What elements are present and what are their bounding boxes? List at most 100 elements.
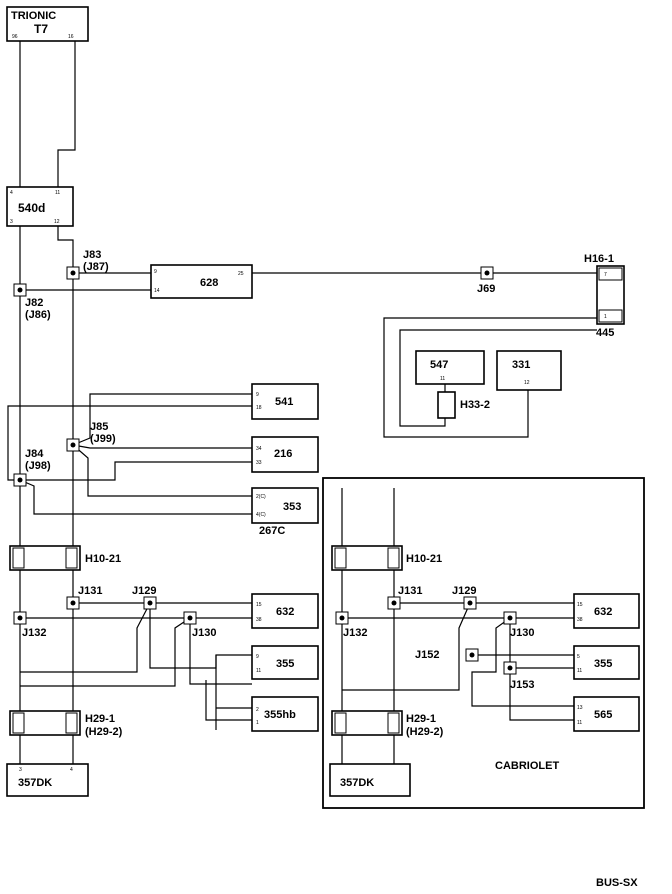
t7-label: T7 — [34, 22, 48, 36]
c331-label: 331 — [512, 359, 530, 371]
h16-1-connector: 7 1 H16-1 445 — [584, 253, 625, 339]
c353-label: 353 — [283, 501, 301, 513]
pin-15-632r: 15 — [577, 602, 583, 608]
j130-label-right: J130 — [510, 627, 534, 639]
j86-label: (J86) — [25, 309, 51, 321]
c541-box: 541 9 18 — [251, 383, 319, 420]
j82-label: J82 — [25, 297, 43, 309]
j130-label: J130 — [192, 627, 216, 639]
c632-box-right: 632 15 38 — [573, 593, 640, 629]
h16-1-label: H16-1 — [584, 253, 614, 265]
j99-label: (J99) — [90, 433, 116, 445]
pin-1-355hb: 1 — [256, 720, 259, 726]
j85-label: J85 — [90, 421, 108, 433]
pin-5-355r: 5 — [577, 654, 580, 660]
pin-4: 4 — [10, 190, 13, 196]
pin-15-632: 15 — [256, 602, 262, 608]
c355hb-label: 355hb — [264, 709, 296, 721]
c355-label-right: 355 — [594, 658, 612, 670]
pin-12-331: 12 — [524, 380, 530, 386]
pin-3-357: 3 — [19, 767, 22, 773]
pin-13-565: 13 — [577, 705, 583, 711]
pin-14-628: 14 — [154, 288, 160, 294]
h29-1-label-right: H29-1 — [406, 713, 436, 725]
j83-label: J83 — [83, 249, 101, 261]
trionic-label: TRIONIC — [11, 10, 56, 22]
c632-box-left: 632 15 38 — [251, 593, 319, 629]
c355-label-left: 355 — [276, 658, 294, 670]
wires-cabriolet — [341, 488, 574, 764]
pin-96: 96 — [12, 34, 18, 40]
c353-box: 353 2(C) 4(C) 267C — [251, 487, 319, 537]
c216-label: 216 — [274, 448, 292, 460]
c357dk-label-left: 357DK — [18, 777, 52, 789]
h10-21-label-left: H10-21 — [85, 553, 121, 565]
pin-25-628: 25 — [238, 271, 244, 277]
j129-label-right: J129 — [452, 585, 476, 597]
c355-box-left: 355 9 11 — [251, 645, 319, 680]
c355hb-box: 355hb 2 1 — [251, 696, 319, 732]
wires-left — [7, 41, 597, 764]
h10-21-connector-right: H10-21 — [331, 545, 442, 571]
h10-21-label-right: H10-21 — [406, 553, 442, 565]
pin-18-541: 18 — [256, 405, 262, 411]
h29-1-label-left: H29-1 — [85, 713, 115, 725]
pin-9-628: 9 — [154, 269, 157, 275]
j129-label: J129 — [132, 585, 156, 597]
h29-1-connector-right: H29-1 (H29-2) — [331, 710, 444, 738]
h10-21-connector-left: H10-21 — [9, 545, 121, 571]
h29-2-label-left: (H29-2) — [85, 726, 123, 738]
c565-label: 565 — [594, 709, 612, 721]
c632-label-left: 632 — [276, 606, 294, 618]
c628-label: 628 — [200, 277, 218, 289]
j152-label: J152 — [415, 649, 439, 661]
c216-box: 216 34 33 — [251, 436, 319, 473]
c267c-label: 267C — [259, 525, 285, 537]
pin-11-565: 11 — [577, 720, 582, 726]
c628-box: 628 9 14 25 — [150, 264, 253, 299]
junctions-right: J131 J129 J132 J130 J152 J153 — [335, 585, 534, 691]
c565-box: 565 13 11 — [573, 696, 640, 732]
pin-4c-353: 4(C) — [256, 512, 266, 518]
pin-38-632: 38 — [256, 617, 262, 623]
pin-38-632r: 38 — [577, 617, 583, 623]
pin-3: 3 — [10, 219, 13, 225]
j84-label: J84 — [25, 448, 44, 460]
pin-7-h16: 7 — [604, 272, 607, 278]
c547-label: 547 — [430, 359, 448, 371]
c331-box: 331 12 — [496, 350, 562, 391]
pin-11-355r: 11 — [577, 668, 582, 674]
c541-label: 541 — [275, 396, 293, 408]
j153-label: J153 — [510, 679, 534, 691]
c357dk-box-left: 357DK 3 4 — [6, 763, 89, 797]
h29-1-connector-left: H29-1 (H29-2) — [9, 710, 123, 738]
c357dk-label-right: 357DK — [340, 777, 374, 789]
j69-label: J69 — [477, 283, 495, 295]
pin-4-357: 4 — [70, 767, 73, 773]
pin-12: 12 — [54, 219, 60, 225]
diagram-code: BUS-SX — [596, 877, 638, 889]
h33-2-connector: H33-2 — [437, 391, 490, 419]
pin-33-216: 33 — [256, 460, 262, 466]
c357dk-box-right: 357DK — [329, 763, 411, 797]
trionic-t7-box: TRIONIC T7 96 16 — [6, 6, 89, 42]
j87-label: (J87) — [83, 261, 109, 273]
pin-9-541: 9 — [256, 392, 259, 398]
j98-label: (J98) — [25, 460, 51, 472]
j131-label: J131 — [78, 585, 102, 597]
c445-label: 445 — [596, 327, 614, 339]
pin-2c-353: 2(C) — [256, 494, 266, 500]
pin-11-355: 11 — [256, 668, 261, 674]
c632-label-right: 632 — [594, 606, 612, 618]
pin-16: 16 — [68, 34, 74, 40]
h29-2-label-right: (H29-2) — [406, 726, 444, 738]
junctions-left: J83 (J87) J82 (J86) J69 J85 (J99) J84 (J… — [13, 249, 495, 639]
pin-9-355: 9 — [256, 654, 259, 660]
c355-box-right: 355 5 11 — [573, 645, 640, 680]
c540d-label: 540d — [18, 201, 45, 215]
j132-label: J132 — [22, 627, 46, 639]
pin-34-216: 34 — [256, 446, 262, 452]
j131-label-right: J131 — [398, 585, 422, 597]
cabriolet-frame — [322, 477, 645, 809]
